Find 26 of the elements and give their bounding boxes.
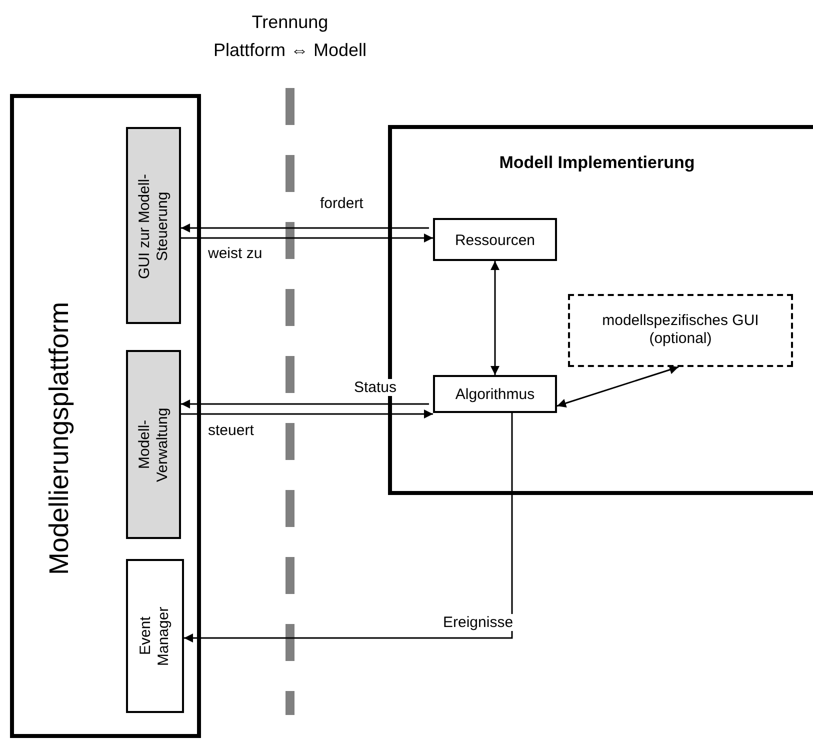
- arrow: [184, 413, 513, 642]
- box-label: Ressourcen: [454, 231, 536, 251]
- box-label: Modell-Verwaltung: [135, 406, 172, 484]
- edge-label: Status: [352, 379, 399, 396]
- process-box: [126, 350, 181, 539]
- arrow: [490, 261, 500, 375]
- box-label: modellspezifisches GUI (optional): [601, 311, 760, 349]
- process-box: [433, 218, 557, 261]
- box-label: Event Manager: [136, 605, 173, 668]
- process-box: [126, 559, 184, 713]
- panel-heading: Modellierungsplattform: [42, 300, 75, 577]
- process-box: [433, 375, 557, 413]
- box-label: GUI zur Modell-Steuerung: [135, 172, 172, 282]
- arrow: [181, 224, 429, 232]
- arrow: [556, 365, 679, 408]
- process-box: [126, 127, 181, 324]
- arrow: [181, 410, 433, 418]
- box-label: Algorithmus: [454, 385, 536, 405]
- optional-box: [568, 294, 793, 367]
- edge-label: Ereignisse: [441, 614, 516, 631]
- panel-heading: Modell Implementierung: [498, 152, 696, 174]
- arrow: [181, 234, 433, 242]
- platform-panel: [10, 94, 201, 738]
- arrow: [181, 400, 429, 408]
- separator-label: Trennung: [252, 12, 328, 33]
- separator-label: Plattform ⇔ Modell: [213, 40, 367, 61]
